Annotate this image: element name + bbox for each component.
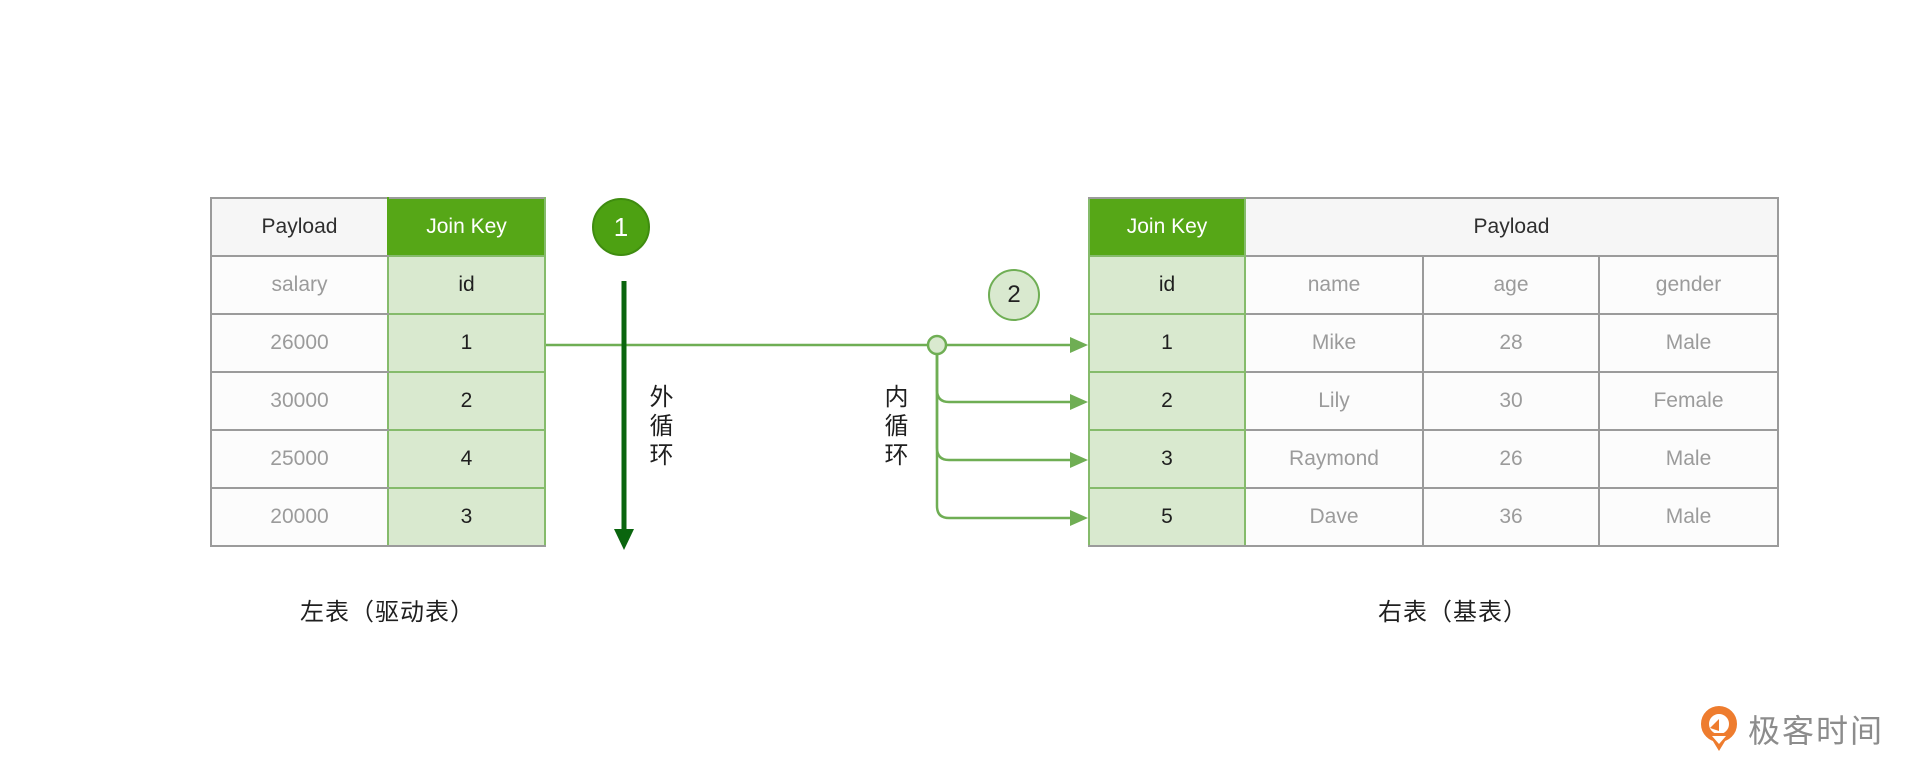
right-cell-key: 3 bbox=[1088, 429, 1246, 489]
right-cell-gender: gender bbox=[1598, 255, 1779, 315]
left-header-payload: Payload bbox=[210, 197, 389, 257]
right-table: Join Key Payload id name age gender 1 Mi… bbox=[1088, 197, 1779, 547]
table-row: 3 Raymond 26 Male bbox=[1088, 429, 1779, 489]
table-row: 1 Mike 28 Male bbox=[1088, 313, 1779, 373]
right-cell-key: 1 bbox=[1088, 313, 1246, 373]
geektime-logo: 极客时间 bbox=[1698, 705, 1884, 753]
right-cell-name: Mike bbox=[1244, 313, 1424, 373]
right-cell-name: name bbox=[1244, 255, 1424, 315]
probe-line-row5 bbox=[935, 345, 1074, 520]
probe-line-row2 bbox=[935, 345, 1074, 404]
probe-arrowhead-row1 bbox=[1070, 337, 1088, 353]
right-header-joinkey: Join Key bbox=[1088, 197, 1246, 257]
right-cell-name: Raymond bbox=[1244, 429, 1424, 489]
right-cell-key: id bbox=[1088, 255, 1246, 315]
left-cell-key: id bbox=[387, 255, 546, 315]
right-cell-gender: Male bbox=[1598, 313, 1779, 373]
right-cell-age: 36 bbox=[1422, 487, 1600, 547]
step-1-badge: 1 bbox=[592, 198, 650, 256]
table-row: 25000 4 bbox=[210, 429, 546, 489]
left-table-header-row: Payload Join Key bbox=[210, 197, 546, 257]
right-cell-gender: Male bbox=[1598, 487, 1779, 547]
step-2-badge: 2 bbox=[988, 269, 1040, 321]
right-cell-age: age bbox=[1422, 255, 1600, 315]
left-cell-payload: salary bbox=[210, 255, 389, 315]
right-cell-gender: Male bbox=[1598, 429, 1779, 489]
probe-arrowhead-row3 bbox=[1070, 452, 1088, 468]
left-cell-key: 2 bbox=[387, 371, 546, 431]
right-cell-age: 26 bbox=[1422, 429, 1600, 489]
table-row: id name age gender bbox=[1088, 255, 1779, 315]
right-cell-name: Dave bbox=[1244, 487, 1424, 547]
probe-arrowhead-row5 bbox=[1070, 510, 1088, 526]
right-cell-age: 28 bbox=[1422, 313, 1600, 373]
branch-node-dot bbox=[926, 334, 948, 356]
geektime-logo-text: 极客时间 bbox=[1748, 713, 1885, 749]
table-row: 20000 3 bbox=[210, 487, 546, 547]
table-row: 30000 2 bbox=[210, 371, 546, 431]
right-cell-key: 5 bbox=[1088, 487, 1246, 547]
right-cell-name: Lily bbox=[1244, 371, 1424, 431]
table-row: 5 Dave 36 Male bbox=[1088, 487, 1779, 547]
outer-loop-label: 外循环 bbox=[645, 384, 672, 471]
left-cell-payload: 20000 bbox=[210, 487, 389, 547]
geektime-logo-icon bbox=[1701, 706, 1737, 751]
table-row: salary id bbox=[210, 255, 546, 315]
left-cell-payload: 26000 bbox=[210, 313, 389, 373]
left-table-caption: 左表（驱动表） bbox=[300, 599, 475, 626]
right-cell-age: 30 bbox=[1422, 371, 1600, 431]
left-cell-key: 4 bbox=[387, 429, 546, 489]
right-table-header-row: Join Key Payload bbox=[1088, 197, 1779, 257]
inner-loop-label: 内循环 bbox=[880, 384, 907, 471]
left-cell-payload: 25000 bbox=[210, 429, 389, 489]
table-row: 26000 1 bbox=[210, 313, 546, 373]
right-header-payload: Payload bbox=[1244, 197, 1779, 257]
right-cell-gender: Female bbox=[1598, 371, 1779, 431]
outer-loop-arrowhead bbox=[614, 529, 634, 550]
table-row: 2 Lily 30 Female bbox=[1088, 371, 1779, 431]
probe-arrowhead-row2 bbox=[1070, 394, 1088, 410]
left-table: Payload Join Key salary id 26000 1 30000… bbox=[210, 197, 546, 547]
left-cell-key: 3 bbox=[387, 487, 546, 547]
left-header-joinkey: Join Key bbox=[387, 197, 546, 257]
right-table-caption: 右表（基表） bbox=[1378, 599, 1528, 626]
left-cell-payload: 30000 bbox=[210, 371, 389, 431]
left-cell-key: 1 bbox=[387, 313, 546, 373]
right-cell-key: 2 bbox=[1088, 371, 1246, 431]
